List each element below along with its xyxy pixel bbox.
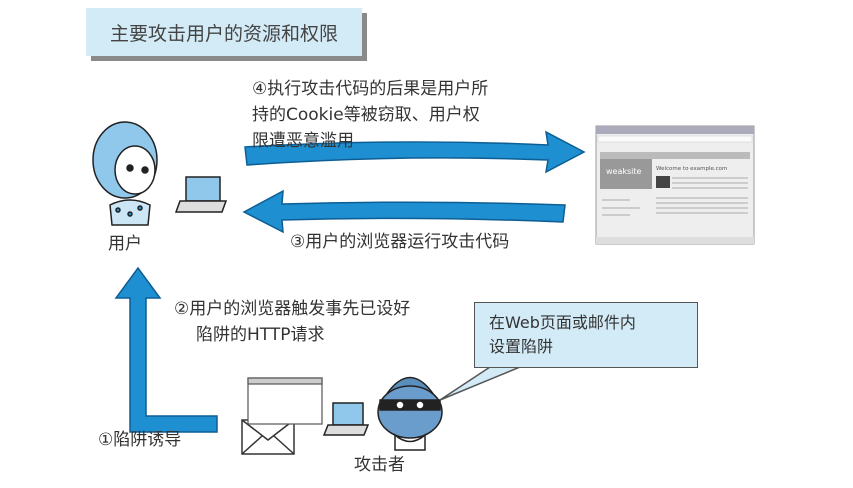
site-heading: Welcome to example.com — [656, 166, 727, 172]
bubble-line2: 设置陷阱 — [489, 337, 554, 356]
browser-window-image: weaksite Welcome to example.com — [595, 125, 755, 245]
attacker-label: 攻击者 — [354, 455, 405, 475]
step3-label: ③用户的浏览器运行攻击代码 — [290, 232, 510, 252]
step1-label: ①陷阱诱导 — [98, 430, 182, 450]
attacker-laptop — [322, 402, 370, 436]
speech-bubble-tail — [439, 366, 521, 401]
attacker-browser-window — [247, 377, 323, 425]
title-box: 主要攻击用户的资源和权限 — [86, 8, 362, 56]
arrow-step1-2 — [114, 266, 218, 433]
attacker-character — [377, 376, 443, 451]
step2-line1: ②用户的浏览器触发事先已设好 — [174, 299, 411, 319]
user-laptop — [174, 176, 228, 213]
arrow-step4 — [244, 130, 586, 174]
arrow-step3 — [242, 189, 566, 234]
speech-bubble: 在Web页面或邮件内 设置陷阱 — [474, 302, 698, 368]
step2-label: ②用户的浏览器触发事先已设好 陷阱的HTTP请求 — [174, 296, 410, 348]
step4-line3: 限遭恶意滥用 — [252, 131, 354, 151]
user-character — [92, 121, 158, 226]
step4-label: ④执行攻击代码的后果是用户所 持的Cookie等被窃取、用户权 限遭恶意滥用 — [252, 76, 488, 154]
step4-line1: ④执行攻击代码的后果是用户所 — [252, 79, 489, 99]
step2-line2: 陷阱的HTTP请求 — [196, 325, 325, 345]
bubble-line1: 在Web页面或邮件内 — [489, 313, 636, 332]
user-label: 用户 — [108, 234, 142, 254]
envelope-icon — [241, 419, 295, 455]
step4-line2: 持的Cookie等被窃取、用户权 — [252, 105, 480, 125]
site-name: weaksite — [606, 167, 642, 176]
